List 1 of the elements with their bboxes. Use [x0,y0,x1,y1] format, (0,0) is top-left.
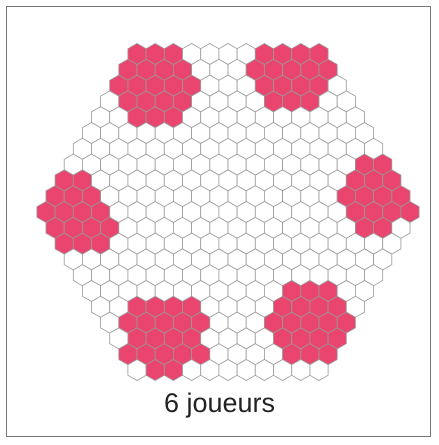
caption: 6 joueurs [162,388,276,419]
